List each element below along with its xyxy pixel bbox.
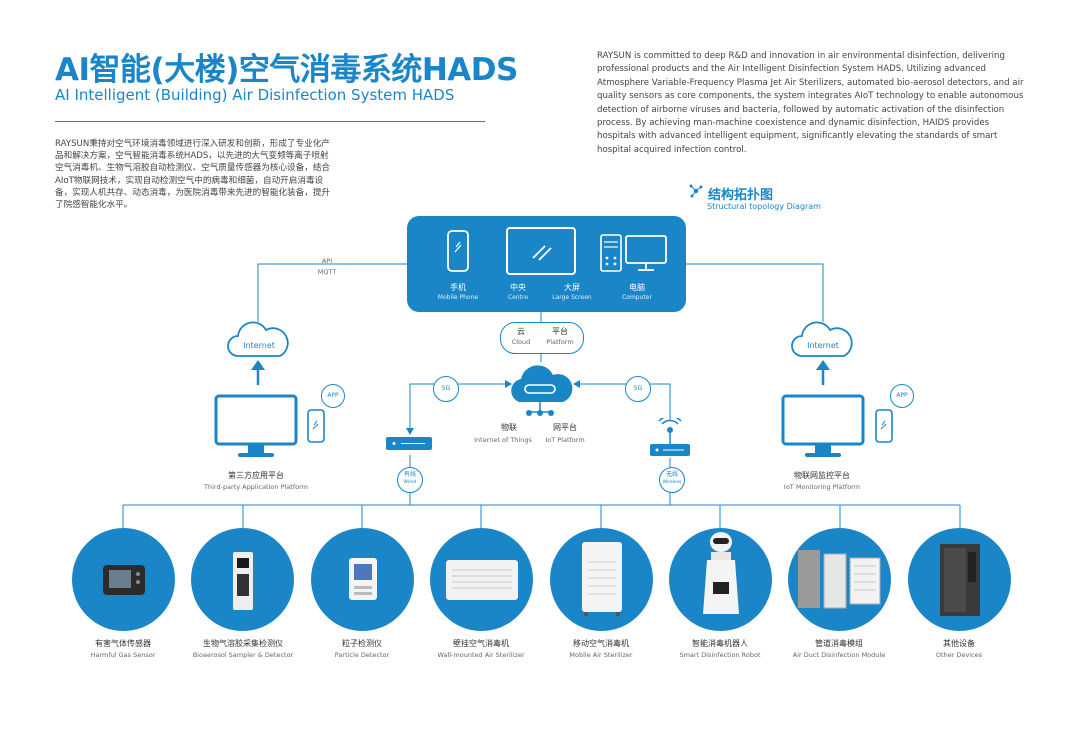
iot-platform-label-cn: 网平台 xyxy=(553,423,577,432)
internet-label-right: Internet xyxy=(807,341,839,350)
internet-cloud-right-icon xyxy=(791,321,853,357)
third-party-phone-icon xyxy=(307,409,325,443)
device-air-duct-module xyxy=(788,528,891,631)
platform-label-en: Platform xyxy=(546,338,574,346)
centre-label-en: Centre xyxy=(507,294,529,301)
mqtt-label: MQTT xyxy=(317,268,337,276)
iot-cloud-icon xyxy=(511,365,573,416)
bioaerosol-detector-image xyxy=(233,552,253,610)
duct-module-image xyxy=(798,550,881,609)
device-label-en: Air Duct Disinfection Module xyxy=(792,651,886,659)
device-label-cn: 管道消毒模组 xyxy=(815,639,863,648)
particle-detector-image xyxy=(349,558,377,600)
device-label-en: Bioaerosol Sampler & Detector xyxy=(192,651,294,659)
other-device-image xyxy=(940,544,980,616)
iot-label-en: Internet of Things xyxy=(474,436,532,444)
iot-monitoring-platform-label-cn: 物联网监控平台 xyxy=(794,471,850,480)
iot-phone-icon xyxy=(875,409,893,443)
computer-label-en: Computer xyxy=(622,294,652,301)
third-party-platform-label-cn: 第三方应用平台 xyxy=(228,471,284,480)
topology-title: 结构拓扑图 xyxy=(708,188,774,203)
device-wall-air-sterilizer xyxy=(430,528,533,631)
api-label: API xyxy=(321,257,333,265)
screen-label-cn: 大屏 xyxy=(564,283,580,292)
iot-monitoring-platform-label-en: IoT Monitoring Platform xyxy=(783,483,861,491)
page-subtitle: AI Intelligent (Building) Air Disinfecti… xyxy=(55,86,455,104)
device-label-en: Other Devices xyxy=(935,651,983,659)
fiveg-badge-left: 5G xyxy=(433,376,459,402)
iot-label-cn: 物联 xyxy=(501,423,517,432)
large-screen-icon xyxy=(506,227,576,275)
device-label-en: Smart Disinfection Robot xyxy=(679,651,761,659)
device-bioaerosol-detector xyxy=(191,528,294,631)
cloud-label-en: Cloud xyxy=(511,338,531,346)
mobile-label-cn: 手机 xyxy=(450,283,466,292)
internet-label-left: Internet xyxy=(243,341,275,350)
computer-label-cn: 电脑 xyxy=(629,283,645,292)
third-party-platform-label-en: Third-party Application Platform xyxy=(204,483,308,491)
device-label-cn: 智能消毒机器人 xyxy=(692,639,748,648)
cloud-platform-pill: 云 Cloud 平台 Platform xyxy=(500,322,584,354)
app-badge-left: APP xyxy=(321,384,345,408)
screen-label-en: Large Screen xyxy=(552,294,592,301)
cloud-label-cn: 云 xyxy=(517,327,525,336)
device-other xyxy=(908,528,1011,631)
device-label-en: Wall-mounted Air Sterilizer xyxy=(437,651,525,659)
device-label-cn: 生物气溶胶采集检测仪 xyxy=(203,639,283,648)
mobile-sterilizer-image xyxy=(582,542,622,616)
device-disinfection-robot xyxy=(669,528,772,631)
wireless-badge: 无线 Wireless xyxy=(659,467,685,493)
page-title: AI智能(大楼)空气消毒系统HADS xyxy=(55,52,518,88)
fiveg-badge-right: 5G xyxy=(625,376,651,402)
device-particle-detector xyxy=(311,528,414,631)
description-chinese: RAYSUN秉持对空气环境消毒领域进行深入研发和创新，形成了专业化产品和解决方案… xyxy=(55,139,331,211)
wired-router-icon xyxy=(386,437,432,450)
robot-image xyxy=(703,532,739,614)
wireless-label-cn: 无线 xyxy=(665,471,678,478)
internet-cloud-left-icon xyxy=(227,321,289,357)
platform-label-cn: 平台 xyxy=(552,327,568,336)
gas-sensor-image xyxy=(103,565,145,595)
title-divider xyxy=(55,121,485,122)
description-english: RAYSUN is committed to deep R&D and inno… xyxy=(597,51,1024,155)
third-party-monitor-icon xyxy=(214,394,298,457)
device-label-cn: 壁挂空气消毒机 xyxy=(453,639,509,648)
device-label-en: Harmful Gas Sensor xyxy=(90,651,156,659)
device-label-cn: 粒子检测仪 xyxy=(342,639,382,648)
iot-monitor-icon xyxy=(781,394,865,457)
device-label-en: Mobile Air Sterilizer xyxy=(569,651,633,659)
mobile-phone-icon xyxy=(447,230,469,272)
wall-sterilizer-image xyxy=(446,560,518,600)
central-control-panel: 手机 Mobile Phone 中央 Centre 大屏 Large Scree… xyxy=(407,216,686,312)
device-label-cn: 移动空气消毒机 xyxy=(573,639,629,648)
centre-label-cn: 中央 xyxy=(510,283,526,292)
wireless-router-icon xyxy=(650,418,690,456)
wired-badge: 有线 Wired xyxy=(397,467,423,493)
device-label-cn: 有害气体传感器 xyxy=(95,639,151,648)
wireless-label-en: Wireless xyxy=(662,480,682,485)
device-harmful-gas-sensor xyxy=(72,528,175,631)
iot-platform-label-en: IoT Platform xyxy=(545,436,585,444)
app-badge-right: APP xyxy=(890,384,914,408)
mobile-label-en: Mobile Phone xyxy=(437,294,479,301)
topology-subtitle: Structural topology Diagram xyxy=(707,202,821,211)
topology-icon xyxy=(689,184,703,198)
wired-label-cn: 有线 xyxy=(403,471,416,478)
wired-label-en: Wired xyxy=(403,480,417,485)
device-mobile-air-sterilizer xyxy=(550,528,653,631)
device-label-en: Particle Detector xyxy=(334,651,390,659)
device-label-cn: 其他设备 xyxy=(943,639,975,648)
computer-icon xyxy=(600,234,667,272)
